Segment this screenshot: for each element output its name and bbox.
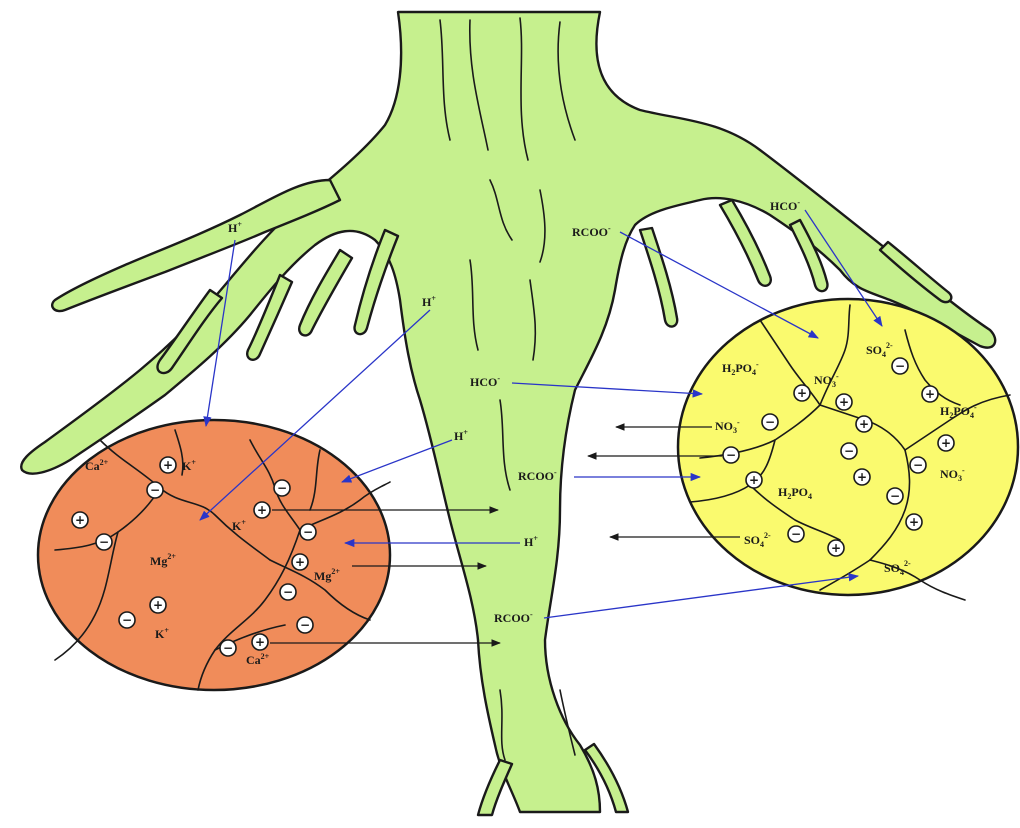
arrow-rcoo-top-to-particle [620,232,818,338]
svg-text:−: − [895,359,905,373]
svg-text:+: + [257,503,267,517]
rootlet-bottom-1 [478,760,512,815]
svg-text:−: − [122,613,132,627]
right-plus-ion-9: + [828,540,844,556]
right-minus-ion-6: − [887,488,903,504]
left-soil-particle: + − − + − + − + − + − − + − Ca2+ K+ K+ M… [38,420,390,690]
svg-text:−: − [890,489,900,503]
svg-text:−: − [726,448,736,462]
left-plus-ion-6: + [252,634,268,650]
left-plus-ion-1: + [160,457,176,473]
svg-text:+: + [909,515,919,529]
svg-text:−: − [223,641,233,655]
right-plus-ion-2: + [836,394,852,410]
rootlet-left-4 [355,230,398,334]
right-minus-ion-7: − [788,526,804,542]
svg-text:−: − [844,444,854,458]
svg-text:+: + [859,417,869,431]
right-soil-particle: − + + + − + − + − − + + − + − + H2PO4- N… [678,299,1018,600]
left-minus-ion-7: − [297,617,313,633]
right-plus-ion-7: + [746,472,762,488]
left-minus-ion-5: − [280,584,296,600]
label-no3-top: NO3- [814,372,839,389]
svg-text:−: − [283,585,293,599]
arrow-rcoo-bottom-to-particle [544,576,858,618]
svg-text:−: − [277,481,287,495]
label-hco-middle: HCO- [470,374,500,389]
svg-text:+: + [163,458,173,472]
rootlet-right-2 [720,200,771,286]
label-no3-right: NO3- [940,466,965,483]
svg-text:−: − [300,618,310,632]
svg-text:+: + [925,387,935,401]
rootlet-left-3 [299,250,352,335]
svg-text:−: − [791,527,801,541]
svg-text:+: + [839,395,849,409]
right-plus-ion-6: + [854,469,870,485]
left-plus-ion-4: + [292,554,308,570]
right-plus-ion-4: + [856,416,872,432]
label-rcoo-middle: RCOO- [518,468,557,483]
svg-text:−: − [99,535,109,549]
right-plus-ion-5: + [938,435,954,451]
svg-text:+: + [749,473,759,487]
svg-text:+: + [295,555,305,569]
left-plus-ion-3: + [72,512,88,528]
svg-text:+: + [941,436,951,450]
label-no3-left: NO3- [715,418,740,435]
svg-text:+: + [857,470,867,484]
right-minus-ion-2: − [762,414,778,430]
svg-text:−: − [150,483,160,497]
svg-text:+: + [797,386,807,400]
svg-text:+: + [75,513,85,527]
svg-text:+: + [255,635,265,649]
svg-text:−: − [913,458,923,472]
right-plus-ion-3: + [922,386,938,402]
label-rcoo-bottom: RCOO- [494,610,533,625]
left-minus-ion-6: − [119,612,135,628]
label-h2po4-center: H2PO4 [778,485,812,501]
svg-text:+: + [831,541,841,555]
rootlet-right-1 [640,228,677,327]
label-rcoo-top: RCOO- [572,224,611,239]
right-minus-ion-4: − [723,447,739,463]
label-hco-top-right: HCO- [770,198,800,213]
left-plus-ion-2: + [254,502,270,518]
left-minus-ion-4: − [96,534,112,550]
left-plus-ion-5: + [150,597,166,613]
left-minus-ion-8: − [220,640,236,656]
svg-text:+: + [153,598,163,612]
right-plus-ion-8: + [906,514,922,530]
right-minus-ion-5: − [910,457,926,473]
svg-text:−: − [765,415,775,429]
right-plus-ion-1: + [794,385,810,401]
svg-text:−: − [303,525,313,539]
left-minus-ion-2: − [274,480,290,496]
left-minus-ion-3: − [300,524,316,540]
left-minus-ion-1: − [147,482,163,498]
right-minus-ion-3: − [841,443,857,459]
right-minus-ion-1: − [892,358,908,374]
